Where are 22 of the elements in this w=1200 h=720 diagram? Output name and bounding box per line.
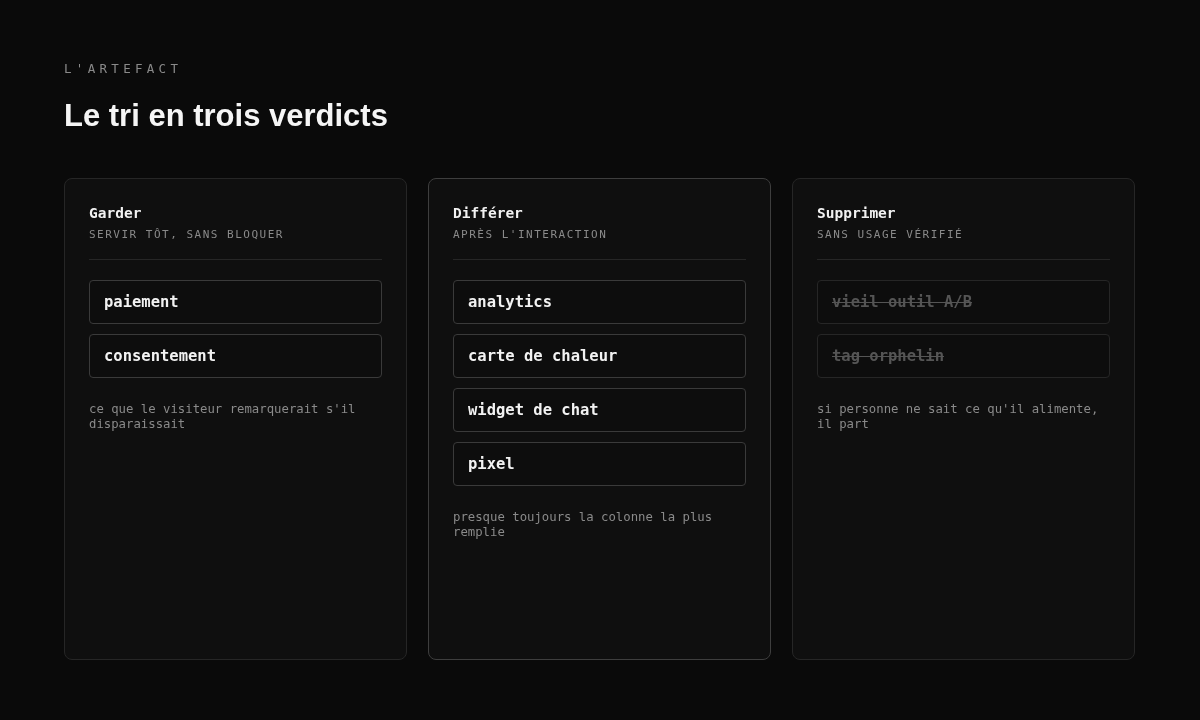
column-subtitle: SERVIR TÔT, SANS BLOQUER — [89, 227, 285, 243]
column-note: presque toujours la colonne la plus remplie — [453, 510, 714, 540]
column-heading: Garder — [89, 204, 143, 223]
item-card: consentement — [89, 334, 382, 378]
column-subtitle: SANS USAGE VÉRIFIÉ — [817, 227, 965, 243]
column-note: si personne ne sait ce qu'il alimente, il part — [817, 402, 1100, 432]
column-note: ce que le visiteur remarquerait s'il disparaissait — [89, 402, 357, 432]
item-card: analytics — [453, 280, 746, 324]
column-heading: Supprimer — [817, 204, 897, 223]
verdict-panel — [428, 178, 771, 660]
page-title: Le tri en trois verdicts — [64, 97, 388, 135]
item-card: widget de chat — [453, 388, 746, 432]
struck-item-card: tag orphelin — [817, 334, 1110, 378]
item-card: carte de chaleur — [453, 334, 746, 378]
verdict-panel — [792, 178, 1135, 660]
verdict-panel — [64, 178, 407, 660]
item-card: paiement — [89, 280, 382, 324]
column-heading: Différer — [453, 204, 524, 223]
struck-item-card: vieil outil A/B — [817, 280, 1110, 324]
column-subtitle: APRÈS L'INTERACTION — [453, 227, 609, 243]
item-card: pixel — [453, 442, 746, 486]
eyebrow-label: L'ARTEFACT — [64, 60, 183, 78]
